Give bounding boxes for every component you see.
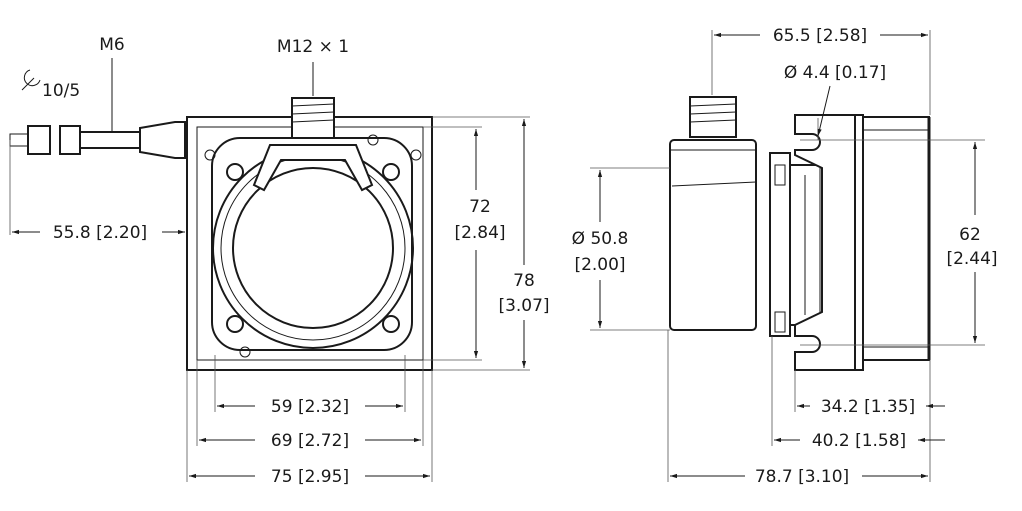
dim-hole-width: 59 [2.32]	[271, 397, 349, 417]
side-connector	[689, 30, 737, 138]
dim-height-mm: 78	[513, 271, 535, 291]
mounting-screws	[204, 134, 422, 358]
dim-inner-height-in: [2.84]	[454, 223, 505, 243]
dim-40-2: 40.2 [1.58]	[812, 431, 906, 451]
front-view: M6 10/5 M12 × 1 55.8 [2.20] 72 [2.84] 78…	[9, 35, 550, 487]
dim-34-2: 34.2 [1.35]	[821, 397, 915, 417]
thread-label: M6	[99, 35, 124, 55]
motor-body	[669, 139, 757, 331]
side-view: 65.5 [2.58] Ø 4.4 [0.17] Ø 50.8 [2.00] 6…	[572, 26, 998, 487]
dim-inner-width: 69 [2.72]	[271, 431, 349, 451]
dim-width: 75 [2.95]	[271, 467, 349, 487]
wrench-size-label: 10/5	[42, 81, 80, 101]
dim-diameter-in: [2.00]	[574, 255, 625, 275]
dim-height-in: [3.07]	[498, 296, 549, 316]
connector-label: M12 × 1	[277, 37, 349, 57]
dim-cable-length: 55.8 [2.20]	[53, 223, 147, 243]
dim-depth: 78.7 [3.10]	[755, 467, 849, 487]
dim-hole-spacing-mm: 62	[959, 225, 981, 245]
dim-hole-spacing-in: [2.44]	[946, 249, 997, 269]
dim-inner-height-mm: 72	[469, 197, 491, 217]
dim-hole-diameter: Ø 4.4 [0.17]	[784, 63, 886, 83]
cover	[862, 116, 930, 361]
m12-connector	[291, 62, 335, 139]
dim-overall-top: 65.5 [2.58]	[773, 26, 867, 46]
wrench-icon	[21, 69, 41, 91]
dim-diameter-mm: Ø 50.8	[572, 229, 629, 249]
mounting-flange	[794, 114, 856, 371]
cable-rod	[9, 121, 186, 235]
